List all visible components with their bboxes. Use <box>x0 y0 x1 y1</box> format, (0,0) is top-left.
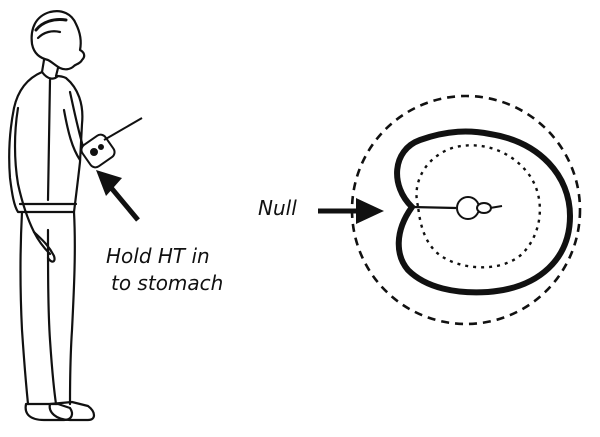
null-label: Null <box>258 196 297 220</box>
radio-pointer-arrow <box>96 170 138 220</box>
person-legs <box>21 212 29 404</box>
operator-top-view <box>457 197 502 219</box>
hold-instruction-line-1: Hold HT in <box>106 244 210 268</box>
radiation-pattern <box>352 96 580 324</box>
handheld-radio <box>79 118 142 170</box>
hold-instruction-line-2: to stomach <box>111 271 223 295</box>
person-illustration <box>9 11 98 420</box>
